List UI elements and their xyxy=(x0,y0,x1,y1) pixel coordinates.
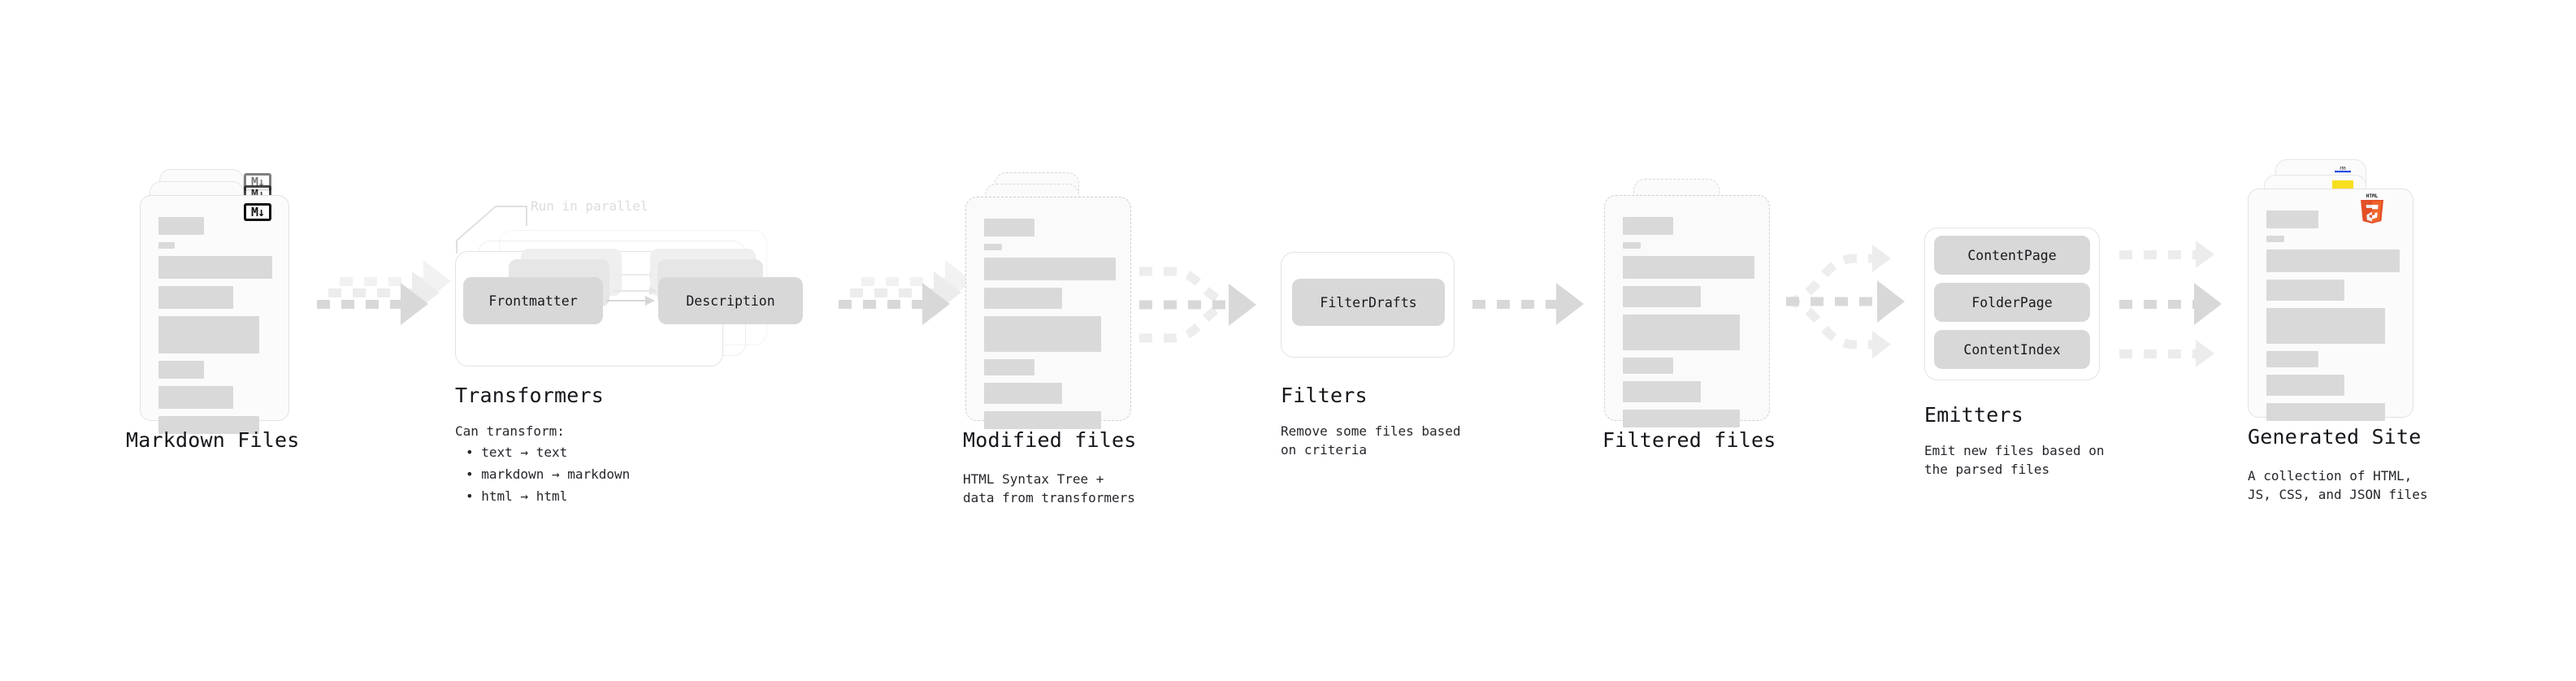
doc-placeholder-lines xyxy=(1623,217,1754,435)
markdown-file-card xyxy=(140,195,289,434)
markdown-icon-arrow: ↓ xyxy=(258,174,265,189)
doc-line xyxy=(2266,375,2344,396)
arrow-head xyxy=(922,283,950,325)
doc-line xyxy=(1623,358,1673,374)
stage-title-modified-files: Modified files xyxy=(963,428,1137,452)
run-in-parallel-bracket xyxy=(456,206,527,254)
css-icon: CSS xyxy=(2335,166,2351,173)
arrow-head xyxy=(1229,284,1256,326)
arrow-shaft xyxy=(839,300,928,309)
arrow-shaft xyxy=(2119,349,2199,358)
doc-line xyxy=(2266,280,2344,301)
emitter-pill-folderpage[interactable]: FolderPage xyxy=(1934,283,2090,322)
doc-line xyxy=(158,316,259,354)
arrow-head xyxy=(1872,245,1891,272)
transformers-bullet-1: • text → text xyxy=(466,445,568,460)
arrow-head xyxy=(401,283,428,325)
doc-line xyxy=(2266,403,2385,421)
doc-line xyxy=(158,242,175,249)
arrow-head xyxy=(1877,280,1905,323)
markdown-icon-arrow: ↓ xyxy=(258,186,265,202)
modified-files-subtitle: HTML Syntax Tree + data from transformer… xyxy=(963,471,1135,505)
doc-line xyxy=(1623,286,1701,307)
doc-line xyxy=(2266,236,2284,242)
markdown-icon-letter: M xyxy=(250,186,258,202)
stage-title-transformers: Transformers xyxy=(455,384,605,407)
doc-line xyxy=(158,217,204,235)
transformers-subtitle: Can transform: xyxy=(455,423,565,439)
transformers-bullet-3: • html → html xyxy=(466,488,568,504)
transformer-pill-description[interactable]: Description xyxy=(658,277,803,324)
doc-line xyxy=(1623,381,1701,402)
arrow-shaft xyxy=(2119,300,2199,309)
arrow-head xyxy=(2194,283,2222,325)
transformer-inner-arrows-ghost xyxy=(614,271,658,295)
filtered-file-card xyxy=(1604,195,1770,427)
arrow-shaft xyxy=(317,300,406,309)
svg-text:CSS: CSS xyxy=(2340,166,2346,170)
generated-site-subtitle: A collection of HTML, JS, CSS, and JSON … xyxy=(2248,468,2428,502)
doc-line xyxy=(1623,217,1673,235)
doc-line xyxy=(2266,351,2318,367)
doc-placeholder-lines xyxy=(984,219,1116,436)
run-in-parallel-label: Run in parallel xyxy=(531,198,648,214)
stage-title-filters: Filters xyxy=(1281,384,1368,407)
doc-line xyxy=(984,288,1062,309)
arrow-head xyxy=(2196,241,2214,268)
emitters-subtitle: Emit new files based on the parsed files xyxy=(1924,443,2105,477)
filters-subtitle: Remove some files based on criteria xyxy=(1281,423,1461,458)
arrow-shaft xyxy=(861,277,951,286)
doc-line xyxy=(984,219,1034,236)
doc-line xyxy=(1623,242,1641,249)
doc-line xyxy=(158,361,204,379)
doc-line xyxy=(2266,249,2400,272)
doc-line xyxy=(158,286,233,309)
fanout-arrow xyxy=(1785,254,1879,349)
emitter-pill-contentindex[interactable]: ContentIndex xyxy=(1934,330,2090,369)
modified-file-card xyxy=(965,197,1131,429)
doc-line xyxy=(2266,210,2318,228)
doc-line xyxy=(2266,308,2385,344)
doc-line xyxy=(158,386,233,409)
doc-line xyxy=(984,383,1062,404)
arrow-head xyxy=(1872,331,1891,358)
doc-line xyxy=(984,316,1101,352)
merge-arrow xyxy=(1139,267,1234,343)
stage-title-generated-site: Generated Site xyxy=(2248,425,2422,449)
markdown-icon-letter: M xyxy=(250,174,258,189)
doc-line xyxy=(984,411,1101,429)
transformer-pill-frontmatter[interactable]: Frontmatter xyxy=(463,277,603,324)
doc-line xyxy=(984,258,1116,280)
html5-icon: HTML xyxy=(2361,193,2383,223)
stage-title-emitters: Emitters xyxy=(1924,403,2024,427)
doc-line xyxy=(984,244,1002,250)
arrow-head xyxy=(2196,340,2214,367)
doc-line xyxy=(1623,410,1740,427)
arrow-shaft xyxy=(328,288,418,297)
filter-pill-filterdrafts[interactable]: FilterDrafts xyxy=(1292,279,1445,326)
doc-line xyxy=(158,416,259,434)
emitter-pill-contentpage[interactable]: ContentPage xyxy=(1934,236,2090,275)
doc-line xyxy=(1623,256,1754,279)
doc-line xyxy=(158,256,272,279)
doc-placeholder-lines xyxy=(158,217,272,441)
doc-line xyxy=(984,359,1034,375)
doc-line xyxy=(1623,314,1740,350)
markdown-icon-letter: M xyxy=(250,204,258,219)
stage-title-markdown-files: Markdown Files xyxy=(126,428,300,452)
arrow-shaft xyxy=(340,277,429,286)
markdown-icon-arrow: ↓ xyxy=(258,204,265,219)
arrow-shaft xyxy=(850,288,939,297)
arrow-shaft xyxy=(2119,250,2199,259)
transformers-bullet-2: • markdown → markdown xyxy=(466,466,631,482)
markdown-icon: M↓ xyxy=(244,203,271,221)
doc-placeholder-lines xyxy=(2266,210,2400,428)
arrow-shaft xyxy=(1472,300,1562,309)
svg-text:HTML: HTML xyxy=(2366,193,2379,199)
transformer-inner-arrow xyxy=(606,296,655,306)
stage-title-filtered-files: Filtered files xyxy=(1602,428,1776,452)
arrow-head xyxy=(1556,283,1584,325)
generated-site-card xyxy=(2248,189,2413,421)
